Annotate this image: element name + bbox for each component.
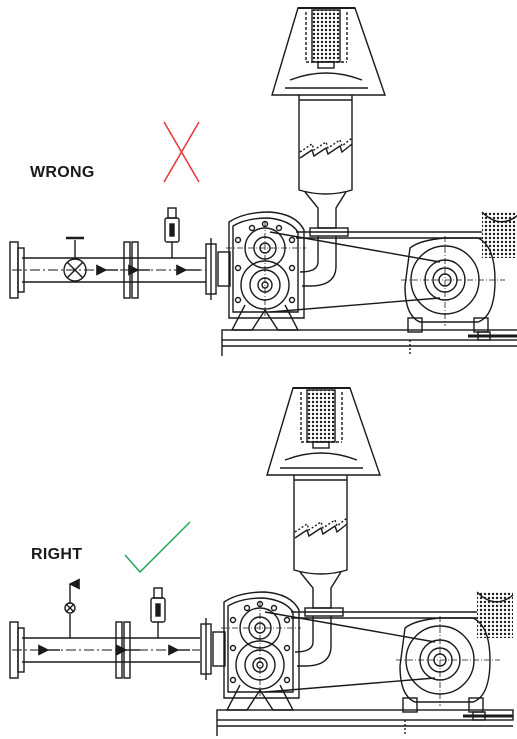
cross-mark-icon xyxy=(163,121,200,183)
wrong-label: WRONG xyxy=(30,164,95,181)
right-installation-assembly xyxy=(9,386,515,738)
right-label: RIGHT xyxy=(31,546,83,563)
check-mark-icon xyxy=(124,521,191,574)
wrong-installation-assembly xyxy=(9,6,517,358)
